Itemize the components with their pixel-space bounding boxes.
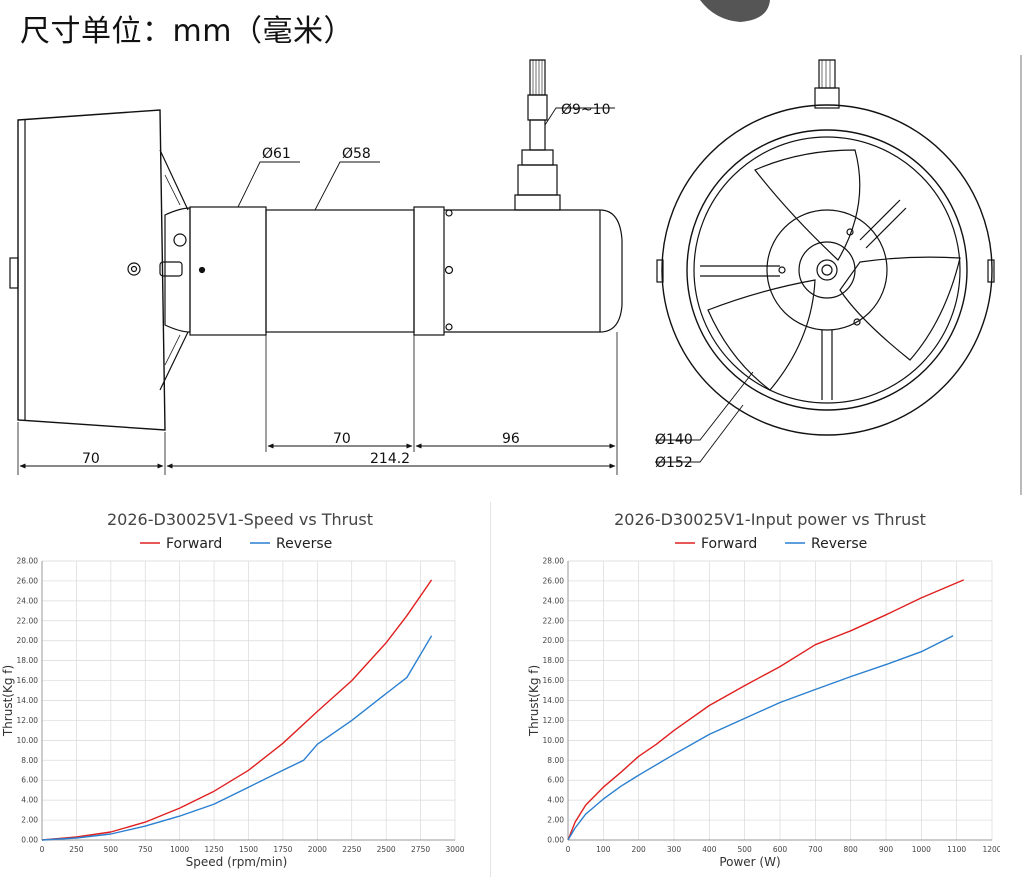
y-tick-label: 10.00 [17, 736, 39, 745]
y-tick-label: 20.00 [17, 636, 39, 645]
x-tick-label: 2250 [342, 845, 361, 854]
y-tick-label: 16.00 [543, 676, 565, 685]
y-tick-label: 18.00 [543, 656, 565, 665]
y-tick-label: 28.00 [543, 557, 565, 566]
y-tick-label: 12.00 [543, 716, 565, 725]
y-axis-label: Thrust(Kg f) [1, 665, 15, 737]
dim-duct-152: Ø152 [655, 455, 693, 471]
y-tick-label: 14.00 [17, 696, 39, 705]
y-tick-label: 16.00 [17, 676, 39, 685]
duct-front-outer [661, 104, 993, 436]
x-axis-label: Speed (rpm/min) [186, 855, 288, 869]
y-tick-label: 0.00 [547, 836, 564, 845]
y-tick-label: 6.00 [21, 776, 38, 785]
legend-label-reverse: Reverse [276, 536, 332, 552]
y-tick-label: 22.00 [17, 616, 39, 625]
x-tick-label: 800 [844, 845, 859, 854]
x-tick-label: 750 [138, 845, 153, 854]
x-tick-label: 3000 [445, 845, 464, 854]
dim-body-58: Ø58 [342, 146, 371, 162]
x-tick-label: 900 [879, 845, 894, 854]
technical-drawing: Ø9~10 Ø61 Ø58 Ø140 Ø152 70 214.2 70 96 [9, 0, 995, 475]
y-tick-label: 4.00 [21, 796, 38, 805]
x-tick-label: 100 [596, 845, 611, 854]
chart-divider [490, 502, 491, 877]
panel-edge [1020, 55, 1022, 495]
y-axis-label: Thrust(Kg f) [527, 665, 541, 737]
y-tick-label: 2.00 [21, 816, 38, 825]
x-tick-label: 1500 [239, 845, 258, 854]
x-tick-label: 1100 [947, 845, 966, 854]
x-axis-label: Power (W) [719, 855, 780, 869]
y-tick-label: 28.00 [17, 557, 39, 566]
x-tick-label: 250 [69, 845, 84, 854]
y-tick-label: 8.00 [547, 756, 564, 765]
x-tick-label: 0 [40, 845, 45, 854]
y-tick-label: 26.00 [543, 576, 565, 585]
x-tick-label: 2500 [377, 845, 396, 854]
legend-label-forward: Forward [166, 536, 222, 552]
chart-title: 2026-D30025V1-Input power vs Thrust [614, 510, 926, 529]
y-tick-label: 4.00 [547, 796, 564, 805]
x-tick-label: 1000 [912, 845, 931, 854]
y-tick-label: 26.00 [17, 576, 39, 585]
x-tick-label: 400 [702, 845, 717, 854]
x-tick-label: 1750 [273, 845, 292, 854]
series-line-reverse [567, 635, 954, 841]
series-line-forward [41, 579, 433, 841]
y-tick-label: 18.00 [17, 656, 39, 665]
x-tick-label: 600 [773, 845, 788, 854]
x-tick-label: 500 [738, 845, 753, 854]
dim-cable: Ø9~10 [561, 102, 610, 118]
x-tick-label: 1250 [205, 845, 224, 854]
x-tick-label: 2000 [308, 845, 327, 854]
x-tick-label: 1200 [982, 845, 1000, 854]
y-tick-label: 0.00 [21, 836, 38, 845]
duct-side [17, 109, 166, 431]
legend-label-reverse: Reverse [811, 536, 867, 552]
legend-label-forward: Forward [701, 536, 757, 552]
y-tick-label: 10.00 [543, 736, 565, 745]
power-thrust-chart: 2026-D30025V1-Input power vs ThrustForwa… [527, 510, 1000, 869]
x-tick-label: 1000 [170, 845, 189, 854]
y-tick-label: 20.00 [543, 636, 565, 645]
y-tick-label: 22.00 [543, 616, 565, 625]
y-tick-label: 8.00 [21, 756, 38, 765]
x-tick-label: 0 [566, 845, 571, 854]
x-tick-label: 300 [667, 845, 682, 854]
x-tick-label: 200 [632, 845, 647, 854]
page-title: 尺寸单位：mm（毫米） [20, 14, 354, 49]
dim-len-mid: 70 [333, 431, 351, 447]
y-tick-label: 14.00 [543, 696, 565, 705]
series-line-forward [567, 579, 964, 841]
x-tick-label: 500 [104, 845, 119, 854]
dim-body-61: Ø61 [262, 146, 291, 162]
series-line-reverse [41, 635, 433, 841]
dim-len-total: 214.2 [370, 451, 410, 467]
dim-len-tail: 96 [502, 431, 520, 447]
y-tick-label: 24.00 [543, 596, 565, 605]
y-tick-label: 6.00 [547, 776, 564, 785]
x-tick-label: 700 [808, 845, 823, 854]
y-tick-label: 2.00 [547, 816, 564, 825]
dim-duct-140: Ø140 [655, 432, 693, 448]
y-tick-label: 24.00 [17, 596, 39, 605]
y-tick-label: 12.00 [17, 716, 39, 725]
x-tick-label: 2750 [411, 845, 430, 854]
chart-title: 2026-D30025V1-Speed vs Thrust [107, 510, 373, 529]
dim-len-duct: 70 [82, 451, 100, 467]
